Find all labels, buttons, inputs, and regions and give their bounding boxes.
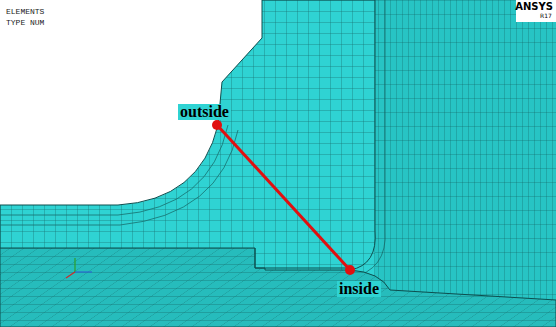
section-line bbox=[217, 125, 350, 270]
axis-triad bbox=[66, 258, 92, 278]
plot-header: TYPE NUM bbox=[6, 19, 44, 27]
logo-ground bbox=[516, 0, 556, 22]
point-label: inside bbox=[337, 281, 381, 297]
version-tag: R17 bbox=[540, 13, 552, 19]
point-label: outside bbox=[178, 104, 231, 120]
plot-header: ELEMENTS bbox=[6, 8, 44, 16]
brand-logo: ANSYS bbox=[515, 2, 553, 12]
end-dot bbox=[345, 265, 355, 275]
end-dot bbox=[212, 120, 222, 130]
